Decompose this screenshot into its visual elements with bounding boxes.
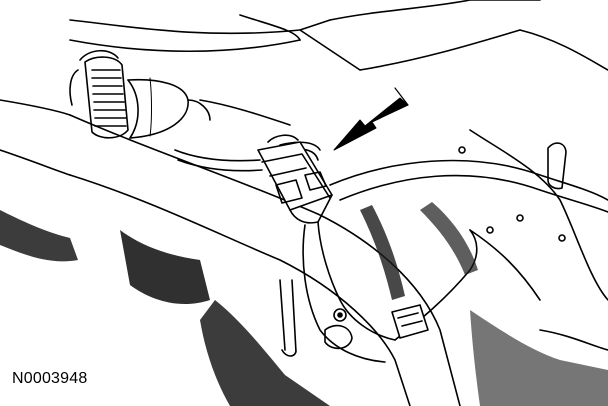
frame-rail-hole (324, 324, 353, 350)
bolt-center (337, 312, 343, 318)
panel-hole-2 (486, 226, 494, 234)
upper-panel-edge (239, 14, 361, 71)
detail-lines (0, 99, 608, 351)
shadow-bottom-right (470, 310, 608, 406)
lower-bracket (391, 304, 429, 339)
shadow-left-edge (0, 210, 78, 262)
wire-harness-a (174, 149, 263, 172)
panel-hole-1 (516, 214, 524, 222)
panel-hole-4 (458, 146, 466, 154)
hose-lower (339, 174, 608, 213)
electrical-connector (257, 134, 333, 224)
cylinder-component (127, 77, 211, 139)
frame-rail-lower (69, 174, 411, 406)
hose-upper (329, 159, 608, 201)
panel-hole-3 (558, 234, 566, 242)
shadow-right (420, 202, 478, 275)
upper-right-panel (329, 0, 608, 71)
hose-clip (547, 142, 567, 190)
shadow-bottom (200, 300, 330, 406)
right-panel-outline (469, 129, 608, 301)
bolt-head (333, 308, 347, 322)
wire-down-b (302, 224, 386, 363)
shadow-lower-left (120, 230, 210, 305)
callout-arrow-shaft (394, 87, 409, 106)
vertical-tube (279, 279, 297, 357)
shadow-center-column (360, 205, 405, 300)
callout-arrow (333, 97, 409, 151)
wire-down-a (317, 221, 396, 341)
left-plug-housing (69, 49, 129, 139)
frame-rail-upper (69, 114, 461, 406)
figure-id-label: N0003948 (12, 370, 88, 387)
upper-panel-outline (69, 19, 331, 53)
